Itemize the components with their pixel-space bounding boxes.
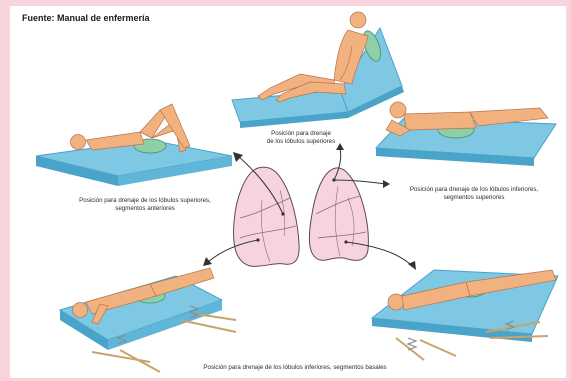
- caption-line: segmentos anteriores: [60, 205, 230, 213]
- scene-top: [232, 12, 404, 128]
- lungs-illustration: [234, 167, 369, 266]
- caption-line: Posición para drenaje: [246, 130, 356, 138]
- scene-bottom-right: [372, 270, 558, 360]
- caption-line: segmentos superiores: [388, 194, 560, 202]
- arrows-group: [203, 143, 416, 270]
- scene-right: [376, 102, 556, 166]
- lung-right-icon: [309, 168, 368, 261]
- caption-line: Posición para drenaje de los lóbulos inf…: [150, 364, 440, 372]
- caption-top: Posición para drenaje de los lóbulos sup…: [246, 130, 356, 146]
- scene-left: [36, 104, 232, 186]
- scene-bottom-left: [60, 268, 236, 372]
- caption-bottom: Posición para drenaje de los lóbulos inf…: [150, 364, 440, 372]
- caption-line: Posición para drenaje de los lóbulos sup…: [60, 197, 230, 205]
- caption-right: Posición para drenaje de los lóbulos inf…: [388, 186, 560, 202]
- caption-left: Posición para drenaje de los lóbulos sup…: [60, 197, 230, 213]
- caption-line: de los lóbulos superiores: [246, 138, 356, 146]
- caption-line: Posición para drenaje de los lóbulos inf…: [388, 186, 560, 194]
